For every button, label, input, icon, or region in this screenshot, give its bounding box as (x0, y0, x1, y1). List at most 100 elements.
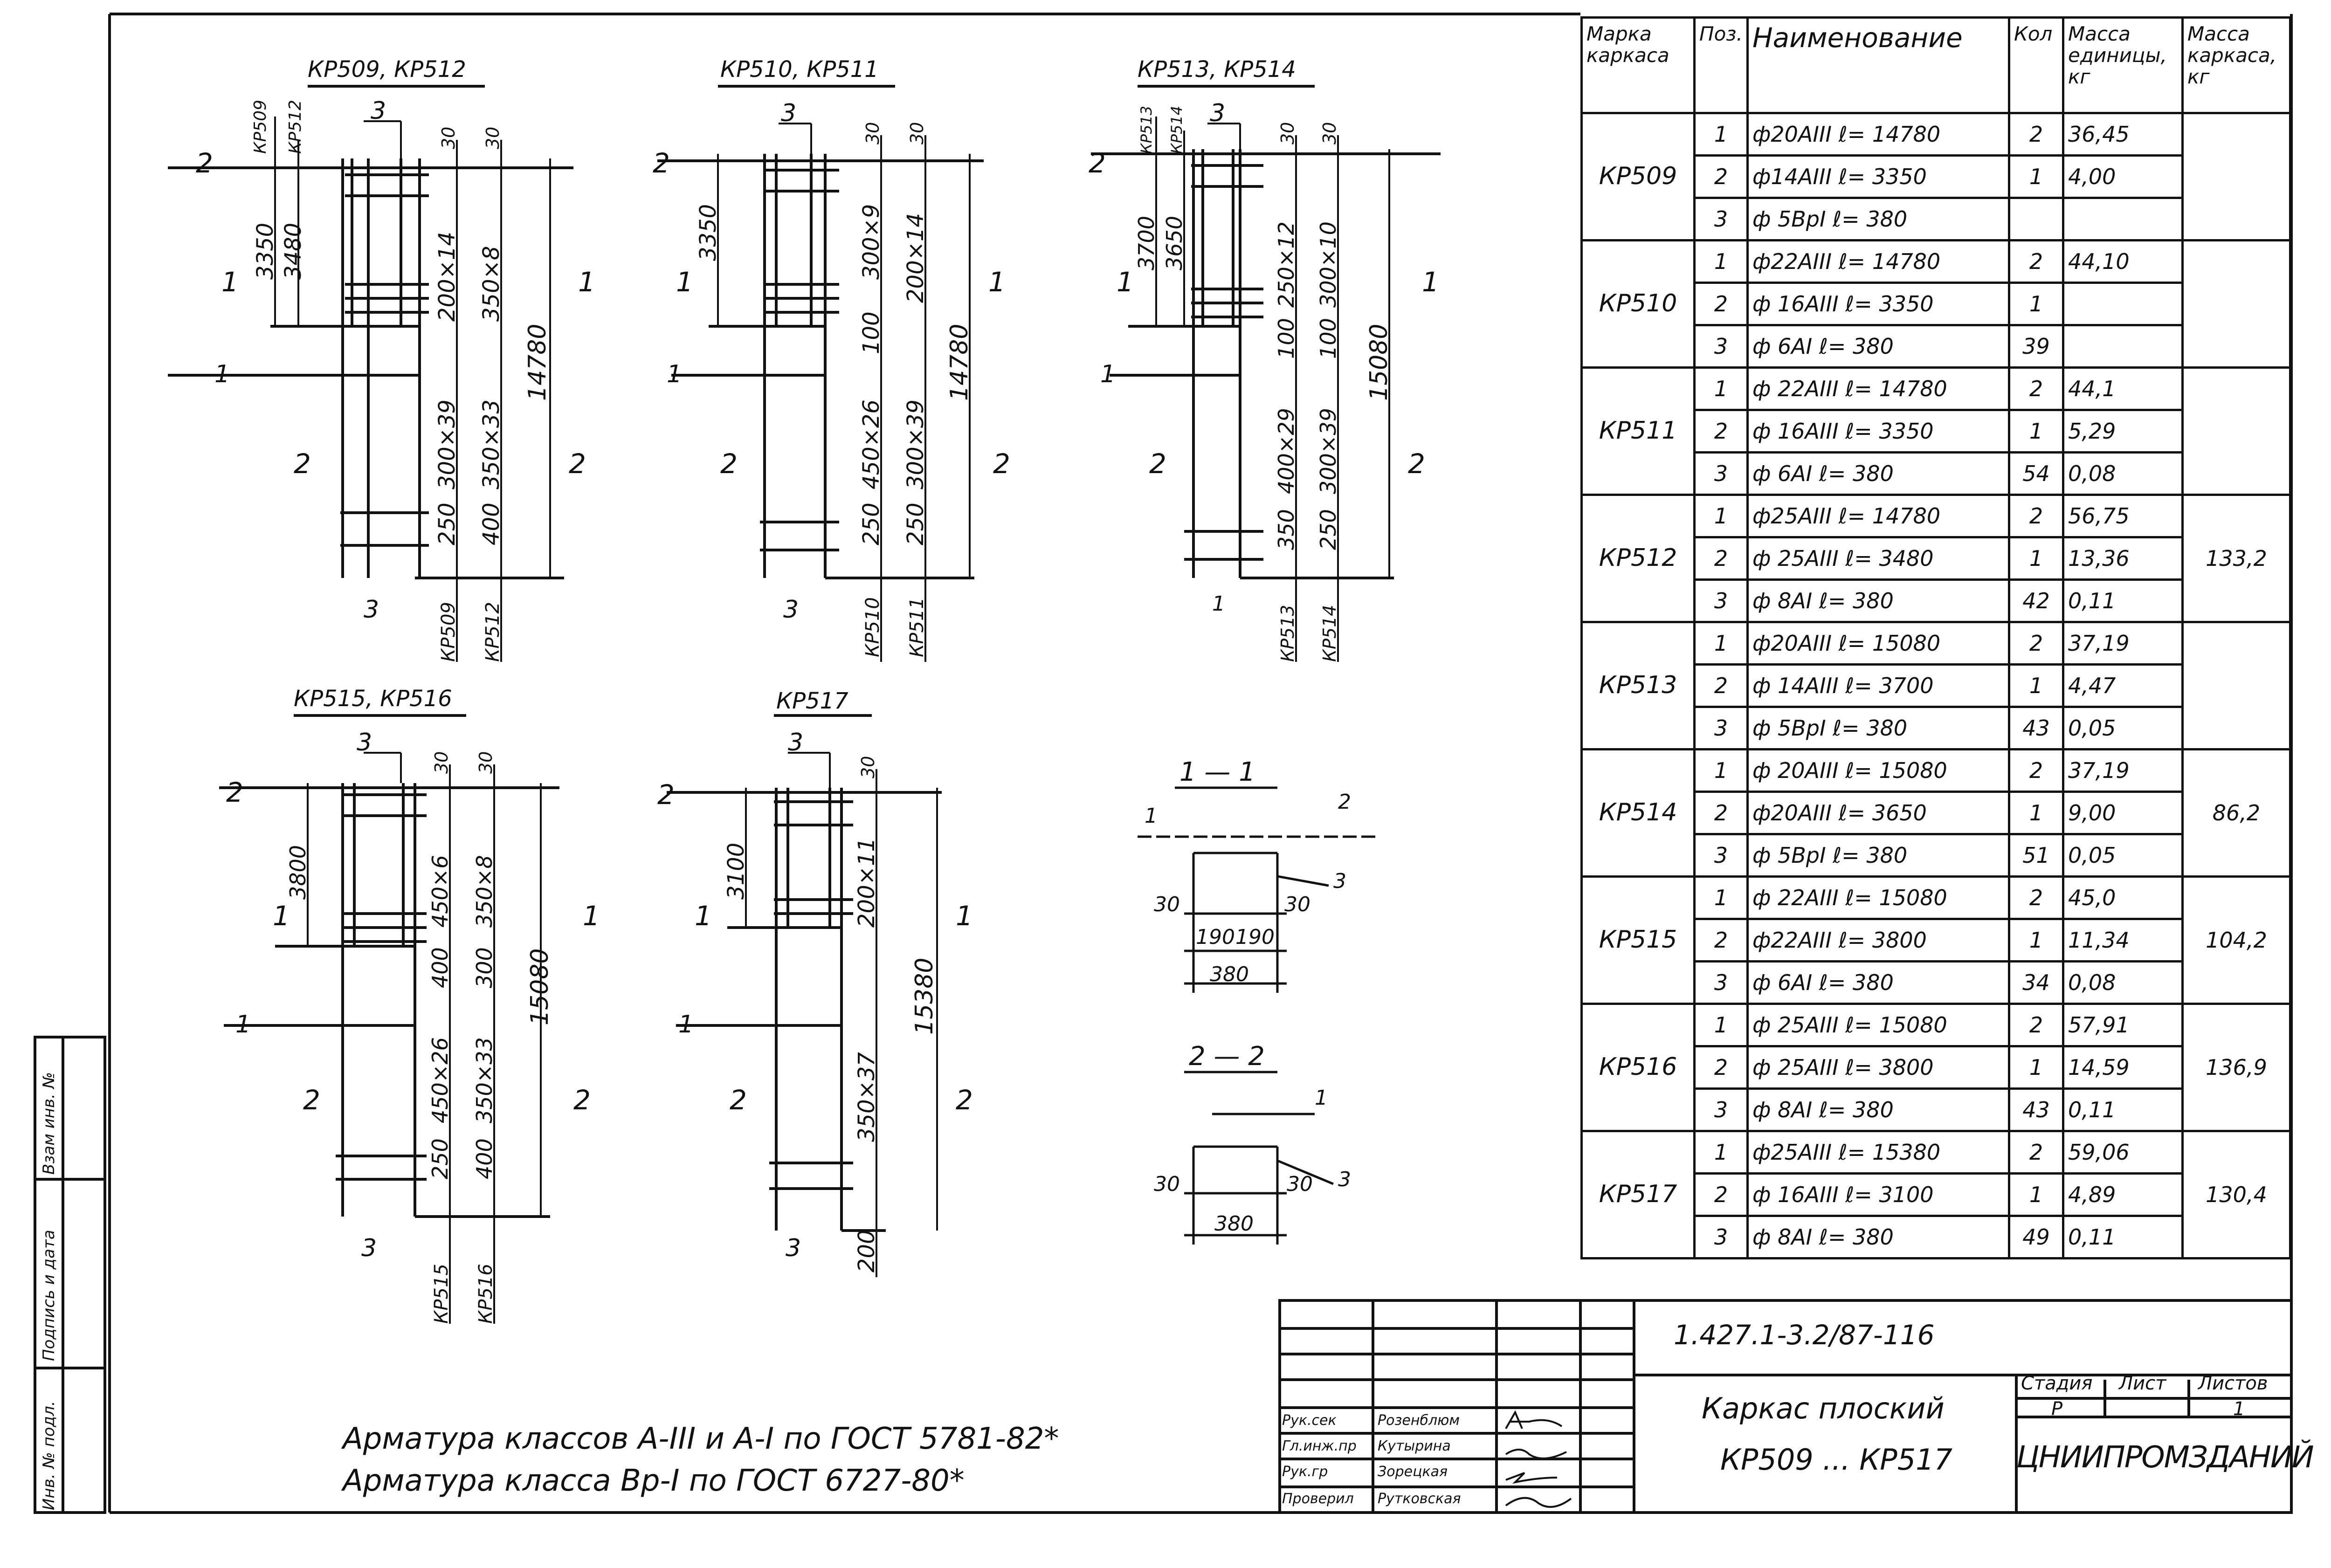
dim-spacing: 300×9 (858, 204, 884, 280)
marker-2: 2 (294, 448, 311, 480)
cell-name: ф 25АIII ℓ= 3480 (1746, 536, 2010, 581)
stage-value: Р (2051, 1398, 2063, 1420)
person-name: Рутковская (1378, 1491, 1461, 1507)
cell-qty: 2 (2008, 621, 2064, 666)
cell-mass: 11,34 (2062, 918, 2184, 963)
cell-mass: 44,10 (2062, 239, 2184, 284)
marker-2: 2 (1089, 147, 1106, 179)
cell-qty: 49 (2008, 1215, 2064, 1259)
cell-mass: 0,08 (2062, 960, 2184, 1005)
dim-spacing: 350×8 (478, 246, 504, 322)
person-name: Розенблюм (1378, 1412, 1460, 1429)
dim-250: 250 (434, 502, 460, 545)
cell-mass: 0,11 (2062, 578, 2184, 623)
cell-mass: 0,05 (2062, 706, 2184, 750)
dim-30: 30 (431, 751, 452, 774)
side-stamp-signature-label: Подпись и дата (40, 1230, 58, 1361)
cell-qty: 1 (2008, 1045, 2064, 1090)
marker-3: 3 (788, 729, 803, 756)
cell-name: ф14АIII ℓ= 3350 (1746, 154, 2010, 199)
cell-brand: КР511 (1580, 366, 1696, 496)
cell-pos: 3 (1693, 833, 1749, 878)
dim-190: 190 (1196, 925, 1235, 949)
cell-pos: 3 (1693, 1087, 1749, 1132)
drawing-title: Каркас плоский (1702, 1391, 1945, 1425)
cell-total-mass: 136,9 (2181, 1003, 2291, 1132)
cell-name: ф 25АIII ℓ= 15080 (1746, 1003, 2010, 1047)
dim-spacing: 300×39 (903, 399, 929, 489)
cell-name: ф 8АI ℓ= 380 (1746, 1215, 2010, 1259)
tag-kr513: КР513 (1277, 605, 1298, 662)
cell-qty: 1 (2008, 536, 2064, 581)
stage-header: Стадия (2021, 1373, 2093, 1394)
frame-kr515-kr516-text: КР515, КР516 3 2 1 1 2 1 2 3 3800 30 30 … (226, 686, 600, 1324)
person-name: Кутырина (1378, 1438, 1451, 1454)
frame-kr513-kr514-title: КР513, КР514 (1138, 56, 1296, 83)
cell-qty: 1 (2008, 918, 2064, 963)
dim-100: 100 (1316, 318, 1341, 359)
marker-2: 2 (196, 147, 213, 179)
cell-mass: 45,0 (2062, 875, 2184, 920)
cell-brand: КР513 (1580, 621, 1696, 750)
tag-kr514: КР514 (1319, 605, 1340, 662)
dim-30: 30 (1284, 893, 1310, 916)
frame-kr509-kr512-title: КР509, КР512 (308, 56, 466, 83)
dim-total: 14780 (945, 324, 973, 401)
cell-qty: 43 (2008, 1087, 2064, 1132)
cell-pos: 2 (1693, 918, 1749, 963)
cell-pos: 1 (1693, 112, 1749, 157)
cell-pos: 1 (1693, 494, 1749, 538)
cell-mass: 0,08 (2062, 451, 2184, 496)
cell-mass: 14,59 (2062, 1045, 2184, 1090)
dim-h2: 3650 (1162, 216, 1187, 270)
cell-brand: КР512 (1580, 494, 1696, 623)
header-qty: Кол (2008, 16, 2064, 114)
marker-1: 1 (235, 1011, 251, 1038)
marker-2: 2 (1149, 448, 1166, 480)
cell-mass: 4,89 (2062, 1172, 2184, 1217)
dim-h1: 3350 (695, 204, 721, 261)
marker-2: 2 (653, 147, 670, 179)
marker-2: 2 (730, 1084, 747, 1116)
cell-mass: 0,11 (2062, 1215, 2184, 1259)
marker-3: 3 (1210, 99, 1225, 127)
tag-kr516: КР516 (475, 1264, 497, 1324)
cell-pos: 2 (1693, 1045, 1749, 1090)
dim-spacing: 200×14 (434, 232, 460, 322)
marker-2: 2 (569, 448, 586, 480)
cell-name: ф 16АIII ℓ= 3350 (1746, 282, 2010, 326)
cell-qty: 2 (2008, 239, 2064, 284)
cell-total-mass (2181, 112, 2291, 241)
sheets-value: 1 (2233, 1398, 2245, 1420)
cell-name: ф 22АIII ℓ= 14780 (1746, 366, 2010, 411)
cell-name: ф 6АI ℓ= 380 (1746, 324, 2010, 369)
dim-spacing: 250×12 (1274, 221, 1299, 308)
cell-pos: 3 (1693, 1215, 1749, 1259)
dim-h1: 3700 (1134, 216, 1159, 270)
frame-kr517-text: КР517 3 2 1 1 2 1 2 3 3100 30 200×11 350… (657, 688, 973, 1272)
frame-kr510-kr511-text: КР510, КР511 3 2 1 1 2 1 2 3 3350 30 30 … (653, 56, 1010, 657)
dim-100: 100 (858, 311, 884, 354)
dim-spacing: 450×26 (858, 399, 884, 489)
cell-pos: 2 (1693, 663, 1749, 708)
cell-mass: 0,05 (2062, 833, 2184, 878)
cell-name: ф22АIII ℓ= 3800 (1746, 918, 2010, 963)
cell-total-mass: 133,2 (2181, 494, 2291, 623)
cell-mass: 37,19 (2062, 621, 2184, 666)
marker-1: 1 (221, 266, 239, 298)
cell-pos: 2 (1693, 154, 1749, 199)
header-mass: Масса единицы, кг (2062, 16, 2184, 114)
cell-name: ф 8АI ℓ= 380 (1746, 1087, 2010, 1132)
cell-name: ф 22АIII ℓ= 15080 (1746, 875, 2010, 920)
section-label-3: 3 (1333, 869, 1346, 893)
cell-name: ф 6АI ℓ= 380 (1746, 960, 2010, 1005)
drawing-title-range: КР509 ... КР517 (1720, 1443, 1953, 1477)
